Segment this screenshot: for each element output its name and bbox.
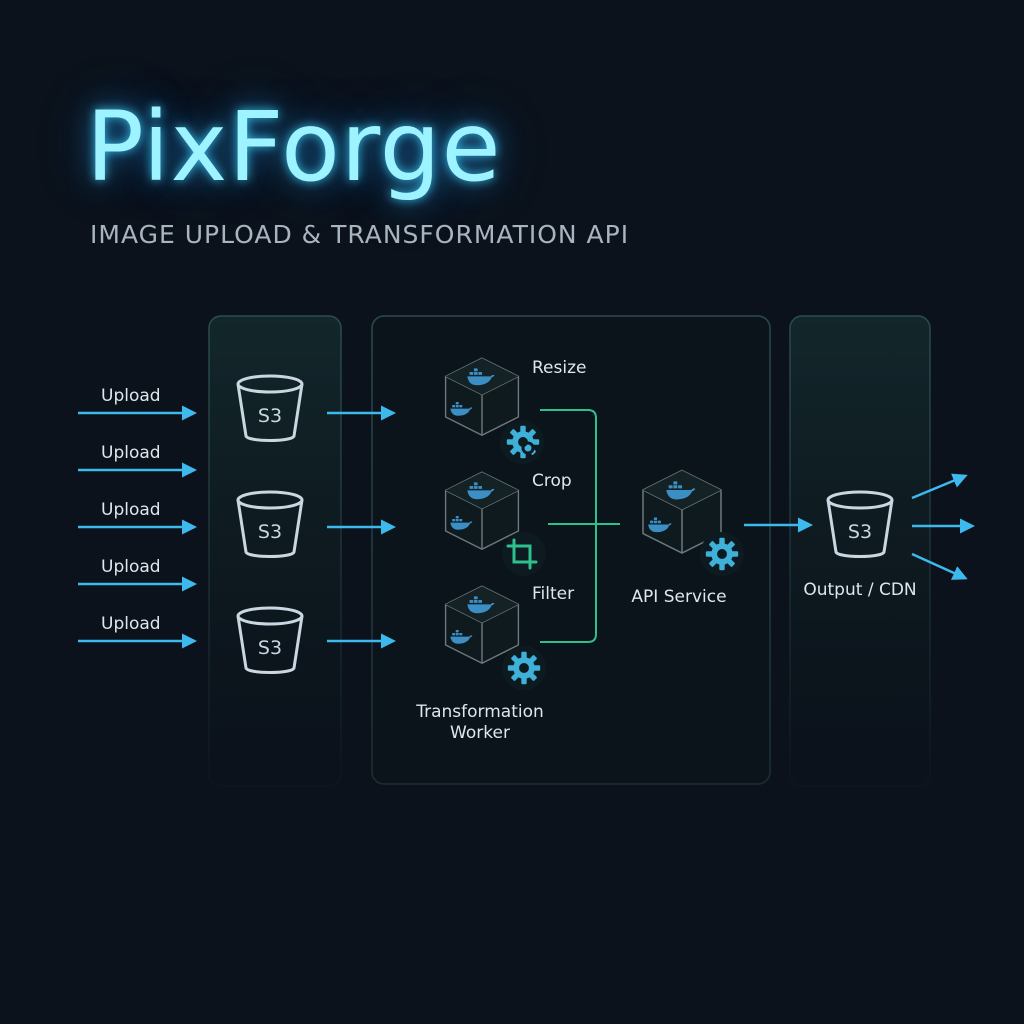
- worker-container-resize: Resize: [446, 358, 586, 464]
- crop-icon: [506, 538, 538, 570]
- output-bucket-label: S3: [848, 521, 872, 543]
- s3-bucket-label: S3: [258, 405, 282, 427]
- api-service-container: API Service: [631, 471, 744, 607]
- output-fanout-arrow: [911, 552, 968, 580]
- upload-label: Upload: [101, 386, 161, 406]
- output-fanout-arrow: [911, 473, 968, 500]
- page-subtitle: IMAGE UPLOAD & TRANSFORMATION API: [90, 220, 630, 249]
- workers-panel: [371, 315, 771, 785]
- gear-magnifier-icon: [506, 425, 540, 459]
- output-panel: [789, 315, 931, 787]
- worker-container-filter: Filter: [446, 584, 574, 690]
- workers-group-label: Transformation: [415, 702, 544, 722]
- upload-label: Upload: [101, 614, 161, 634]
- gear-icon: [507, 651, 541, 685]
- worker-label: Crop: [532, 471, 572, 491]
- s3-bucket-icon: S3: [236, 606, 304, 674]
- storage-panel: [208, 315, 342, 787]
- worker-label: Filter: [532, 584, 574, 604]
- worker-container-crop: Crop: [446, 471, 572, 576]
- s3-bucket-icon: S3: [236, 374, 304, 442]
- s3-bucket-icon: S3: [236, 490, 304, 558]
- workers-group-label: Worker: [450, 723, 510, 743]
- s3-bucket-label: S3: [258, 521, 282, 543]
- upload-label: Upload: [101, 557, 161, 577]
- upload-label: Upload: [101, 500, 161, 520]
- upload-label: Upload: [101, 443, 161, 463]
- output-label: Output / CDN: [803, 580, 916, 600]
- gear-icon: [705, 537, 739, 571]
- merge-connector: [540, 409, 620, 643]
- api-service-label: API Service: [631, 587, 726, 607]
- s3-bucket-label: S3: [258, 637, 282, 659]
- s3-bucket-icon: S3: [826, 490, 894, 558]
- worker-label: Resize: [532, 358, 586, 378]
- page-title: PixForge: [86, 91, 502, 203]
